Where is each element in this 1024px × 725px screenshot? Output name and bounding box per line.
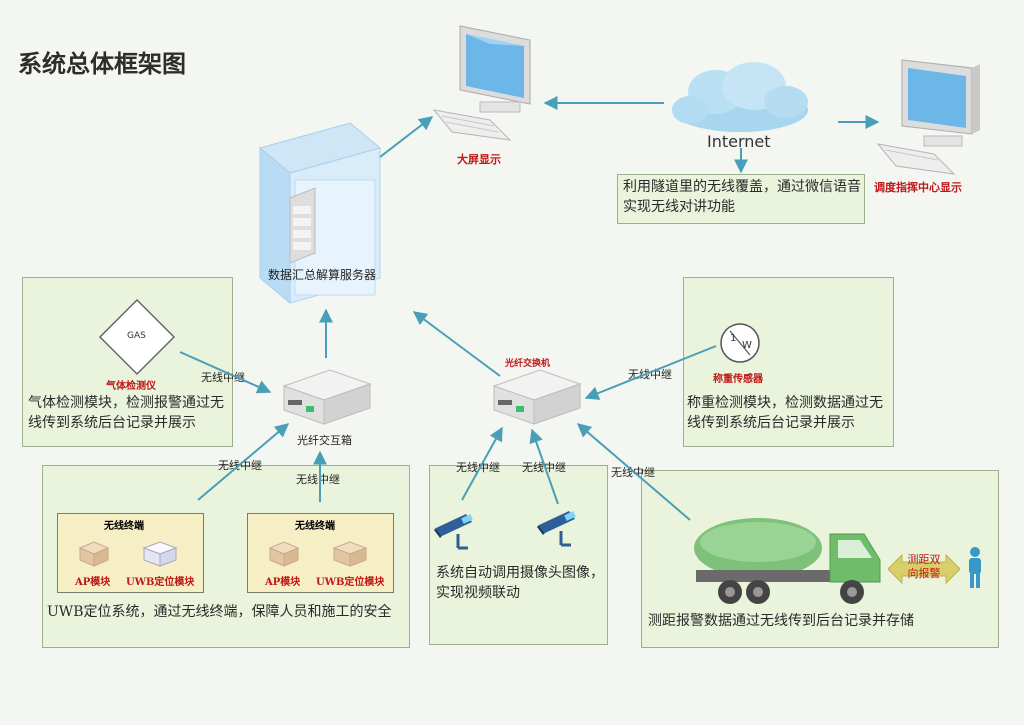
relay-label: 无线中继 xyxy=(296,473,340,486)
internet-description: 利用隧道里的无线覆盖，通过微信语音实现无线对讲功能 xyxy=(623,179,861,215)
camera-panel xyxy=(429,465,608,645)
cloud-icon xyxy=(672,62,808,132)
relay-label: 无线中继 xyxy=(522,461,566,474)
page-title: 系统总体框架图 xyxy=(18,50,186,78)
dispatch-monitor-icon xyxy=(876,59,980,175)
camera-icon xyxy=(434,514,473,550)
arrow-server-to-screen xyxy=(379,116,434,158)
internet-panel xyxy=(617,174,865,224)
uwb-module-label: UWB定位模块 xyxy=(316,577,385,588)
gas-sensor-icon xyxy=(98,298,176,376)
fiber-box-icon xyxy=(282,369,372,425)
arrow-switch-to-server xyxy=(412,311,501,377)
big-screen-label: 大屏显示 xyxy=(457,153,501,166)
gas-icon-label: GAS xyxy=(127,331,146,341)
uwb-module-icon xyxy=(142,541,178,567)
arrow-cam2-to-switch xyxy=(529,428,559,505)
uwb-module-label: UWB定位模块 xyxy=(126,577,195,588)
mixer-truck-icon xyxy=(694,518,881,604)
internet-label: Internet xyxy=(707,132,771,151)
ap-module-icon xyxy=(78,541,110,567)
monitor-icon xyxy=(432,25,531,141)
relay-label: 无线中继 xyxy=(201,371,245,384)
truck-badge: 测距双向报警 xyxy=(907,553,941,580)
gas-sensor-label: 气体检测仪 xyxy=(106,381,156,392)
arrow-truck-to-switch xyxy=(576,423,691,521)
camera-description: 系统自动调用摄像头图像，实现视频联动 xyxy=(436,565,604,601)
server-label: 数据汇总解算服务器 xyxy=(268,268,377,282)
weight-description: 称重检测模块，检测数据通过无线传到系统后台记录并展示 xyxy=(687,395,883,431)
arrow-cam1-to-switch xyxy=(461,426,503,501)
relay-label: 无线中继 xyxy=(611,466,655,479)
weight-icon-label: W xyxy=(742,340,752,351)
truck-description: 测距报警数据通过无线传到后台记录并存储 xyxy=(648,613,914,629)
camera-icon xyxy=(537,511,576,547)
gas-description: 气体检测模块，检测报警通过无线传到系统后台记录并展示 xyxy=(28,395,224,431)
fiber-switch-label: 光纤交换机 xyxy=(505,359,551,369)
weight-sensor-icon: 1 xyxy=(720,323,760,363)
arrow-weight-to-switch xyxy=(584,345,717,400)
weight-sensor-label: 称重传感器 xyxy=(713,374,763,385)
fiber-switch-icon xyxy=(492,369,582,425)
person-icon xyxy=(969,547,981,588)
terminal-title: 无线终端 xyxy=(104,521,144,532)
ap-module-label: AP模块 xyxy=(265,577,301,588)
terminal-title: 无线终端 xyxy=(295,521,335,532)
weight-panel xyxy=(683,277,894,447)
uwb-module-icon xyxy=(332,541,368,567)
fiber-box-label: 光纤交互箱 xyxy=(297,434,352,447)
relay-label: 无线中继 xyxy=(456,461,500,474)
arrow-gas-to-box xyxy=(179,351,272,394)
server-icon xyxy=(258,122,382,305)
double-arrow-icon xyxy=(888,553,960,585)
dispatch-label: 调度指挥中心显示 xyxy=(874,181,962,194)
svg-text:1: 1 xyxy=(730,333,736,344)
ap-module-label: AP模块 xyxy=(75,577,111,588)
ap-module-icon xyxy=(268,541,300,567)
arrow-term1-to-box xyxy=(197,423,290,501)
uwb-description: UWB定位系统，通过无线终端，保障人员和施工的安全 xyxy=(47,604,392,620)
